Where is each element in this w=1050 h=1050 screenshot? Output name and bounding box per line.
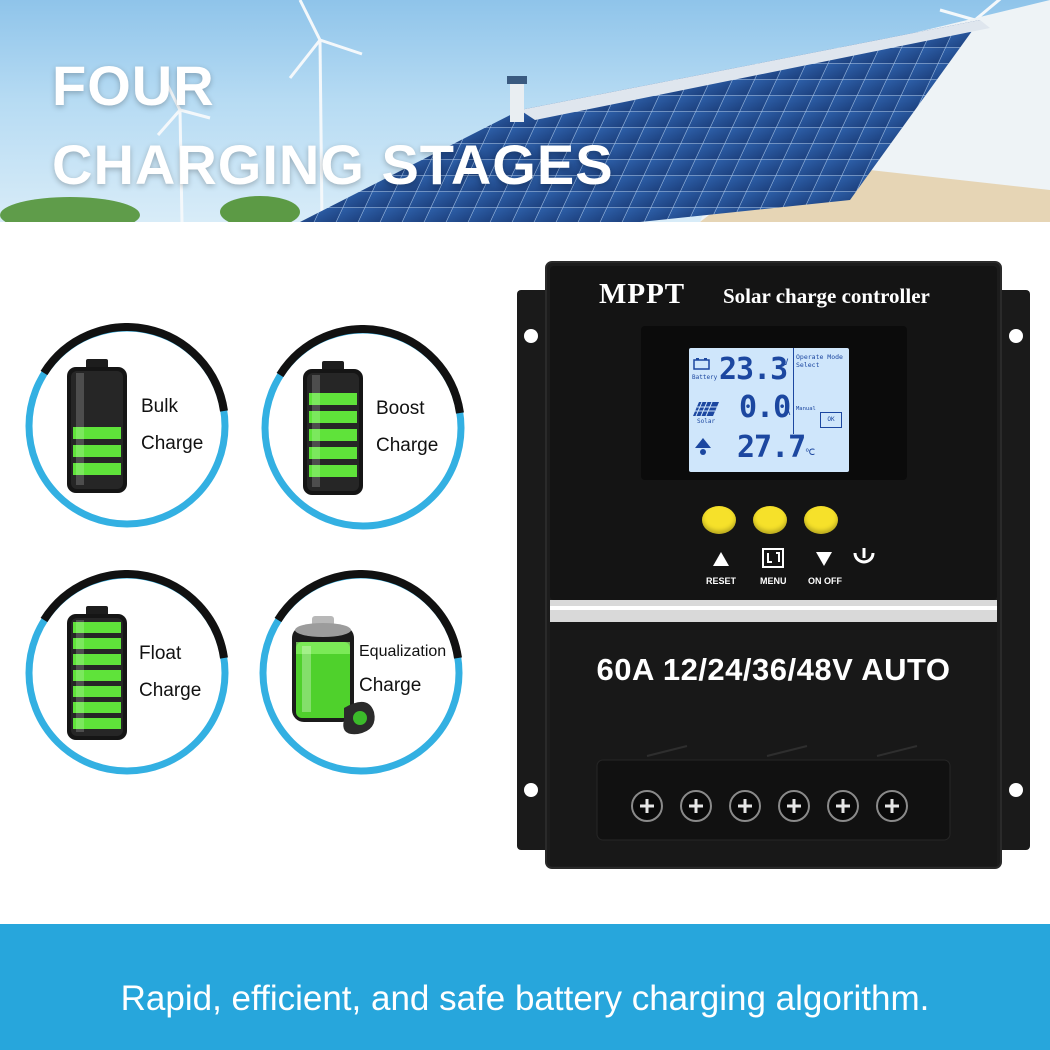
down-arrow-icon <box>816 552 832 566</box>
page-headline: FOUR CHARGING STAGES <box>52 46 614 204</box>
controller-body <box>517 261 1030 869</box>
down-button[interactable] <box>804 506 838 534</box>
house-solar-background-image <box>0 0 1050 222</box>
stage-label-line-2: Charge <box>359 675 422 696</box>
header-banner: FOUR CHARGING STAGES <box>0 0 1050 222</box>
controller-subtitle: Solar charge controller <box>723 284 930 308</box>
reset-label: RESET <box>706 576 737 586</box>
battery-icon <box>303 361 363 495</box>
footer-text: Rapid, efficient, and safe battery charg… <box>120 979 930 1018</box>
stage-boost-charge: Boost Charge <box>260 325 466 531</box>
current-unit: A <box>785 408 791 418</box>
stage-label-line-2: Charge <box>376 435 439 456</box>
stage-label: Float Charge <box>139 635 201 709</box>
stage-label-line-1: Float <box>139 643 182 664</box>
stage-label-line-2: Charge <box>139 680 202 701</box>
temperature-unit: ℃ <box>805 448 816 458</box>
menu-icon <box>762 548 784 568</box>
power-icon <box>853 548 875 564</box>
stage-label-line-1: Bulk <box>141 396 178 417</box>
stage-label-line-2: Charge <box>141 433 204 454</box>
voltage-unit: V <box>783 358 789 368</box>
lcd-display: Battery 23.3 V Solar 0.0 A 27.7 ℃ Operat… <box>689 348 849 472</box>
stage-label-line-1: Equalization <box>359 643 447 660</box>
headline-line-2: CHARGING STAGES <box>52 133 614 196</box>
operate-mode-label: Operate Mode <box>796 353 843 361</box>
load-bulb-icon <box>695 438 711 455</box>
terminal-screws <box>631 790 908 822</box>
up-arrow-icon <box>713 552 729 566</box>
stage-label: Bulk Charge <box>141 388 203 462</box>
mppt-controller: Battery 23.3 V Solar 0.0 A 27.7 ℃ Operat… <box>517 260 1030 870</box>
footer-banner: Rapid, efficient, and safe battery charg… <box>0 924 1050 1050</box>
menu-button[interactable] <box>753 506 787 534</box>
lcd-divider <box>793 348 794 434</box>
stage-label: Equalization Charge <box>359 635 446 703</box>
charging-battery-icon <box>292 616 375 735</box>
solar-current-readout: 0.0 <box>739 390 791 425</box>
stage-bulk-charge: Bulk Charge <box>24 323 230 529</box>
solar-label: Solar <box>697 418 716 425</box>
ok-indicator: OK <box>820 412 842 428</box>
temperature-readout: 27.7 <box>737 430 806 465</box>
stage-equalization-charge: Equalization Charge <box>258 570 464 776</box>
stage-label-line-1: Boost <box>376 398 425 419</box>
brand-logo: MPPT <box>599 278 686 310</box>
battery-label: Battery <box>692 374 718 381</box>
battery-voltage-readout: 23.3 <box>719 352 788 387</box>
up-button[interactable] <box>702 506 736 534</box>
stage-float-charge: Float Charge <box>24 570 230 776</box>
select-label: Select <box>796 361 820 369</box>
on-off-label: ON OFF <box>808 576 842 586</box>
solar-panel-icon <box>693 402 719 416</box>
battery-icon <box>67 606 127 740</box>
manual-label: Manual <box>796 406 816 412</box>
controller-rating: 60A 12/24/36/48V AUTO <box>596 652 951 687</box>
menu-label: MENU <box>760 576 787 586</box>
battery-indicator-icon <box>693 358 710 370</box>
headline-line-1: FOUR <box>52 54 215 117</box>
battery-icon <box>67 359 127 493</box>
stage-label: Boost Charge <box>376 390 438 464</box>
